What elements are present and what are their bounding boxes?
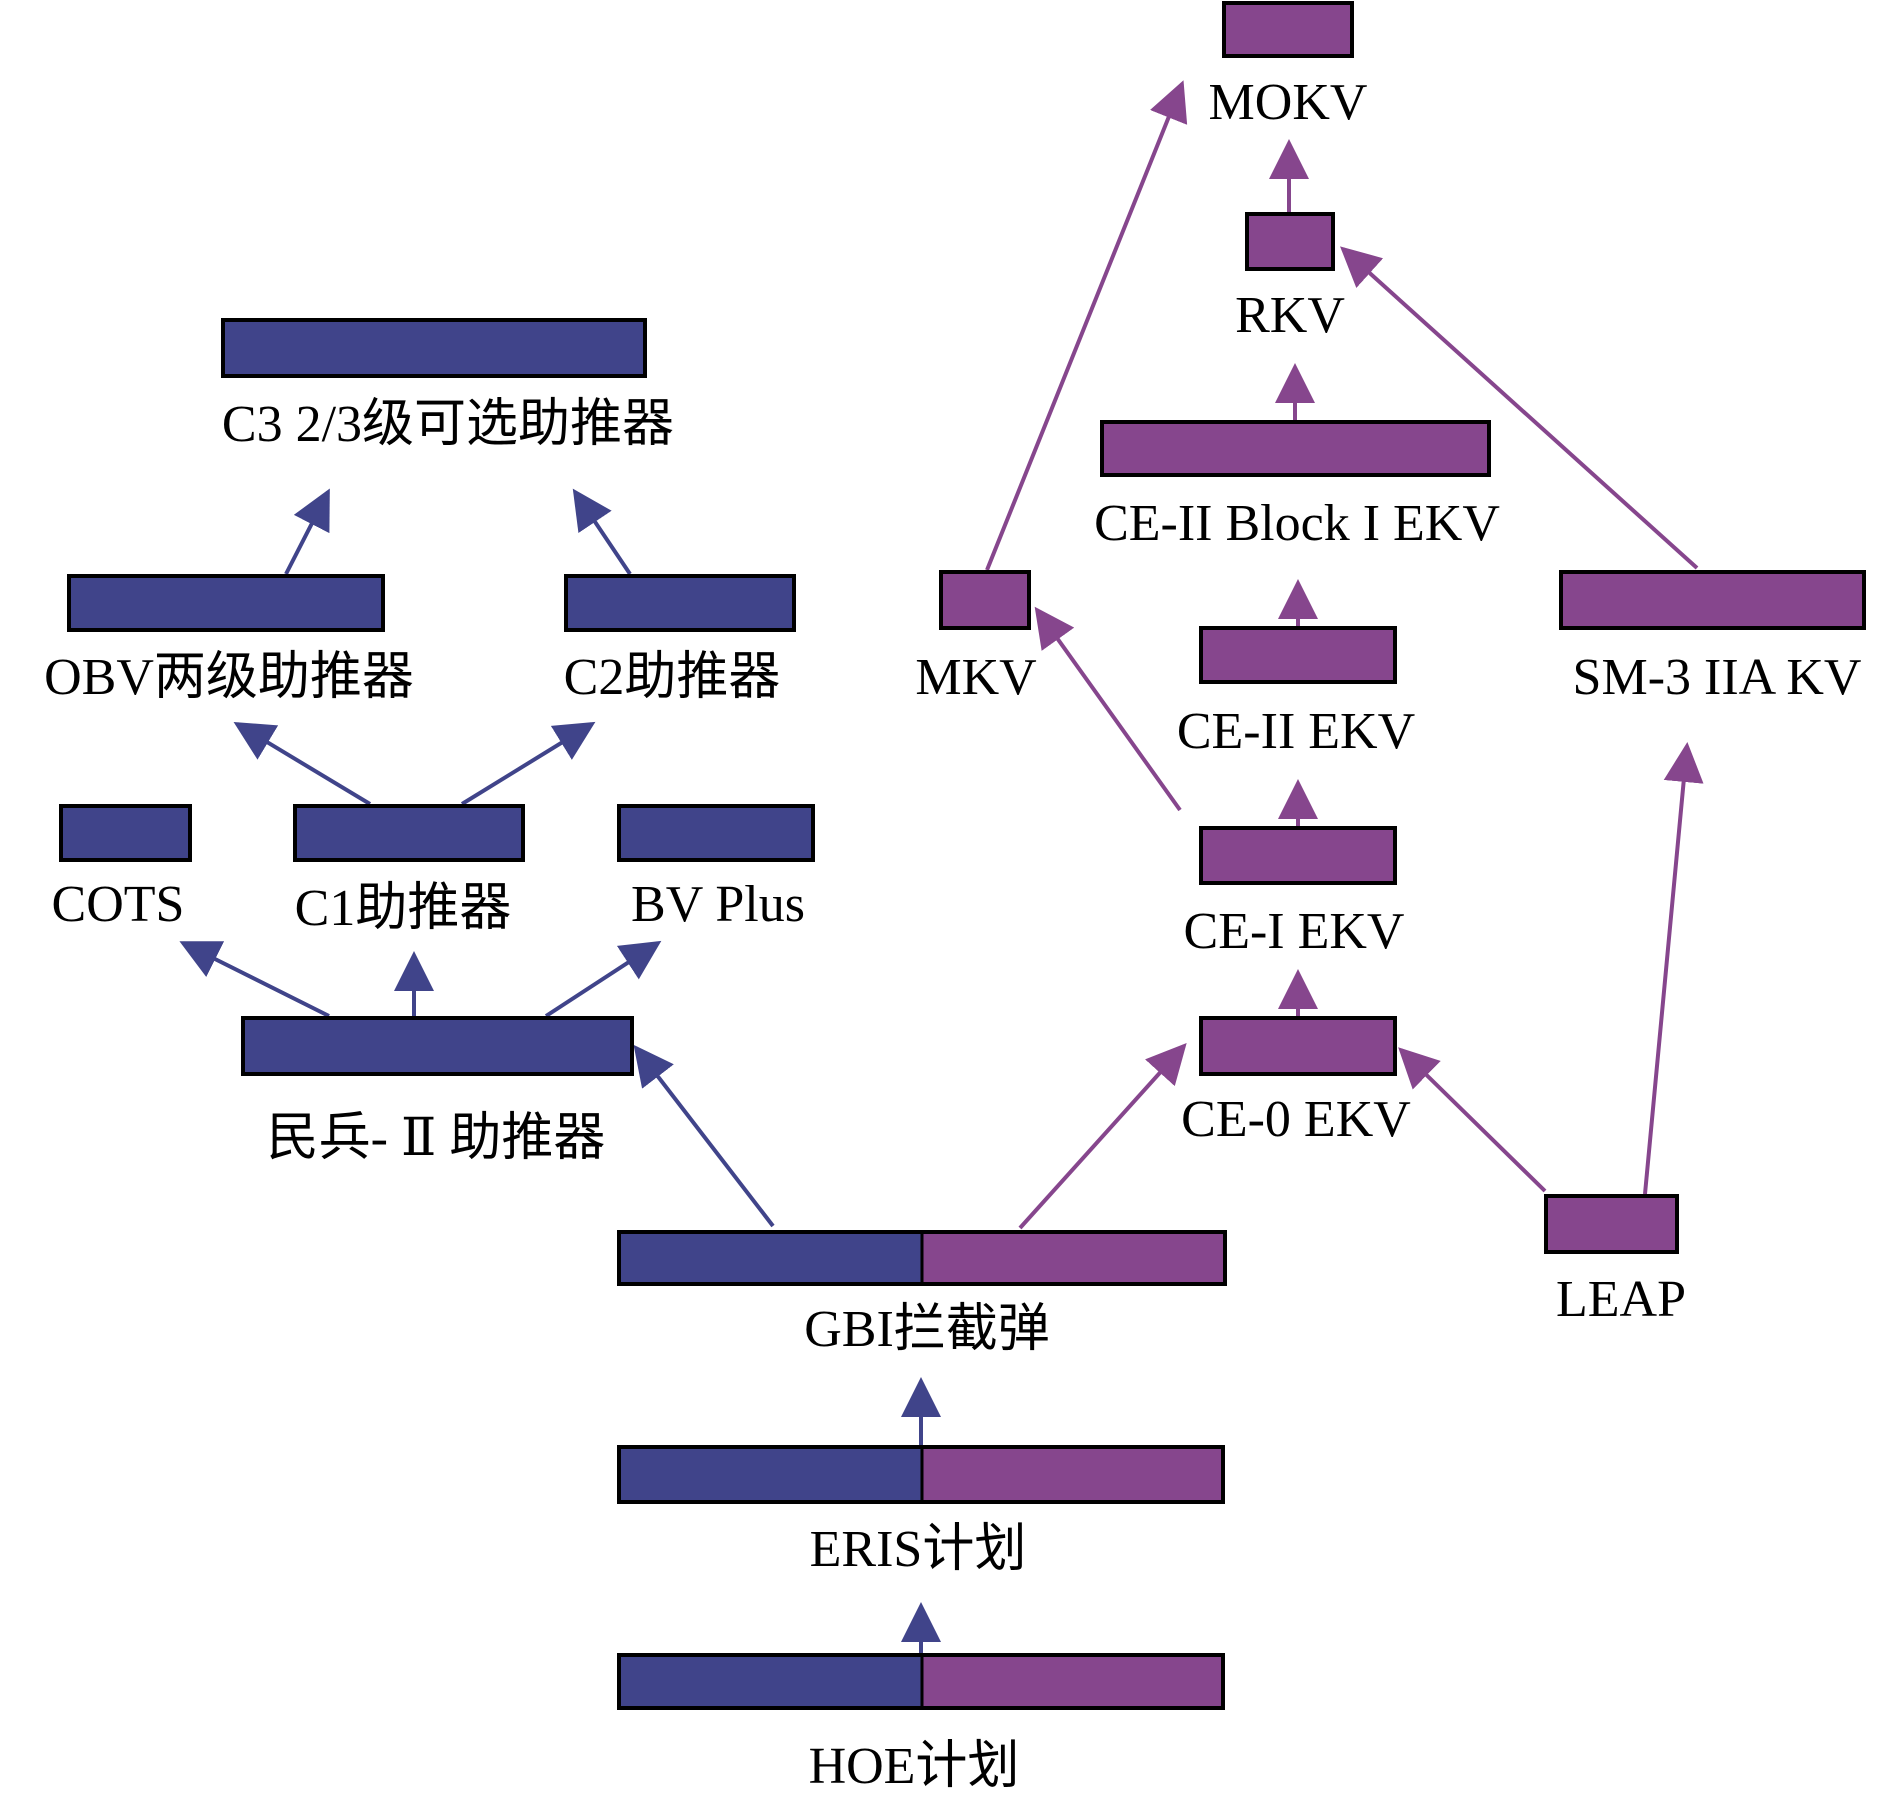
sm3-bar	[1559, 570, 1866, 630]
eris-bar-booster-half	[619, 1447, 922, 1502]
node-eris: ERIS计划	[617, 1445, 1225, 1578]
edge-leap-to-ce0	[1398, 1047, 1547, 1193]
edge-mkv-to-mokv	[985, 80, 1188, 571]
ce2-bar	[1199, 626, 1397, 684]
node-sm3: SM-3 IIA KV	[1559, 570, 1866, 706]
node-ce2: CE-II EKV	[1177, 626, 1415, 760]
rkv-bar	[1245, 212, 1335, 271]
mkv-bar	[939, 570, 1031, 630]
edge-c1-to-obv	[233, 721, 372, 806]
c1-label: C1助推器	[295, 880, 512, 937]
rkv-label: RKV	[1235, 287, 1345, 344]
mokv-label: MOKV	[1209, 74, 1368, 131]
ce1-label: CE-I EKV	[1184, 903, 1405, 960]
ce0-label: CE-0 EKV	[1181, 1091, 1411, 1148]
node-c1: C1助推器	[293, 804, 525, 937]
eris-bar-kill-vehicle-half	[922, 1447, 1223, 1502]
ce0-bar	[1199, 1016, 1397, 1076]
minuteman-bar	[241, 1016, 634, 1076]
obv-label: OBV两级助推器	[44, 649, 414, 706]
c1-bar	[293, 804, 525, 862]
mokv-bar	[1222, 1, 1354, 58]
c3-label: C3 2/3级可选助推器	[222, 396, 674, 453]
sm3-label: SM-3 IIA KV	[1573, 649, 1862, 706]
bvplus-label: BV Plus	[631, 876, 805, 933]
node-bvplus: BV Plus	[617, 804, 815, 933]
leap-label: LEAP	[1556, 1271, 1686, 1328]
node-c2: C2助推器	[564, 574, 796, 706]
gbi-label: GBI拦截弹	[804, 1301, 1050, 1358]
node-mkv: MKV	[915, 570, 1037, 706]
minuteman-label: 民兵- Ⅱ 助推器	[267, 1110, 606, 1167]
c2-label: C2助推器	[564, 649, 781, 706]
ce2b1-bar	[1100, 420, 1491, 477]
edge-minuteman-to-cots	[179, 941, 330, 1018]
node-mokv: MOKV	[1209, 1, 1368, 131]
leap-bar	[1544, 1194, 1679, 1254]
node-obv: OBV两级助推器	[44, 574, 414, 706]
bvplus-bar	[617, 804, 815, 862]
edge-sm3-to-rkv	[1340, 246, 1699, 570]
hoe-label: HOE计划	[809, 1738, 1020, 1795]
node-ce2b1: CE-II Block I EKV	[1094, 420, 1500, 552]
eris-label: ERIS计划	[810, 1521, 1027, 1578]
node-rkv: RKV	[1235, 212, 1345, 344]
ce1-bar	[1199, 826, 1397, 885]
cots-label: COTS	[52, 876, 185, 933]
edges	[179, 80, 1704, 1655]
mkv-label: MKV	[915, 649, 1036, 706]
node-minuteman: 民兵- Ⅱ 助推器	[241, 1016, 634, 1167]
node-cots: COTS	[52, 804, 192, 933]
hoe-bar-kill-vehicle-half	[922, 1655, 1223, 1708]
edge-minuteman-to-bvplus	[544, 940, 662, 1018]
node-leap: LEAP	[1544, 1194, 1686, 1328]
node-gbi: GBI拦截弹	[617, 1230, 1227, 1358]
cots-bar	[59, 804, 192, 862]
hoe-bar-booster-half	[619, 1655, 922, 1708]
ce2b1-label: CE-II Block I EKV	[1094, 495, 1500, 552]
edge-ce1-to-mkv	[1034, 606, 1182, 812]
edge-c2-to-c3	[572, 488, 632, 576]
edge-gbi-to-ce0	[1018, 1043, 1187, 1230]
gbi-bar-booster-half	[619, 1232, 922, 1284]
ce2-label: CE-II EKV	[1177, 703, 1415, 760]
c3-bar	[221, 318, 647, 378]
c2-bar	[564, 574, 796, 632]
edge-obv-to-c3	[284, 488, 330, 575]
node-ce1: CE-I EKV	[1184, 826, 1405, 960]
node-c3: C3 2/3级可选助推器	[221, 318, 674, 453]
gbi-bar-kill-vehicle-half	[922, 1232, 1225, 1284]
edge-gbi-to-minuteman	[633, 1044, 775, 1228]
edge-c1-to-c2	[460, 721, 596, 806]
obv-bar	[67, 574, 385, 632]
node-hoe: HOE计划	[617, 1653, 1225, 1795]
edge-leap-to-sm3	[1643, 742, 1704, 1195]
node-ce0: CE-0 EKV	[1181, 1016, 1411, 1148]
